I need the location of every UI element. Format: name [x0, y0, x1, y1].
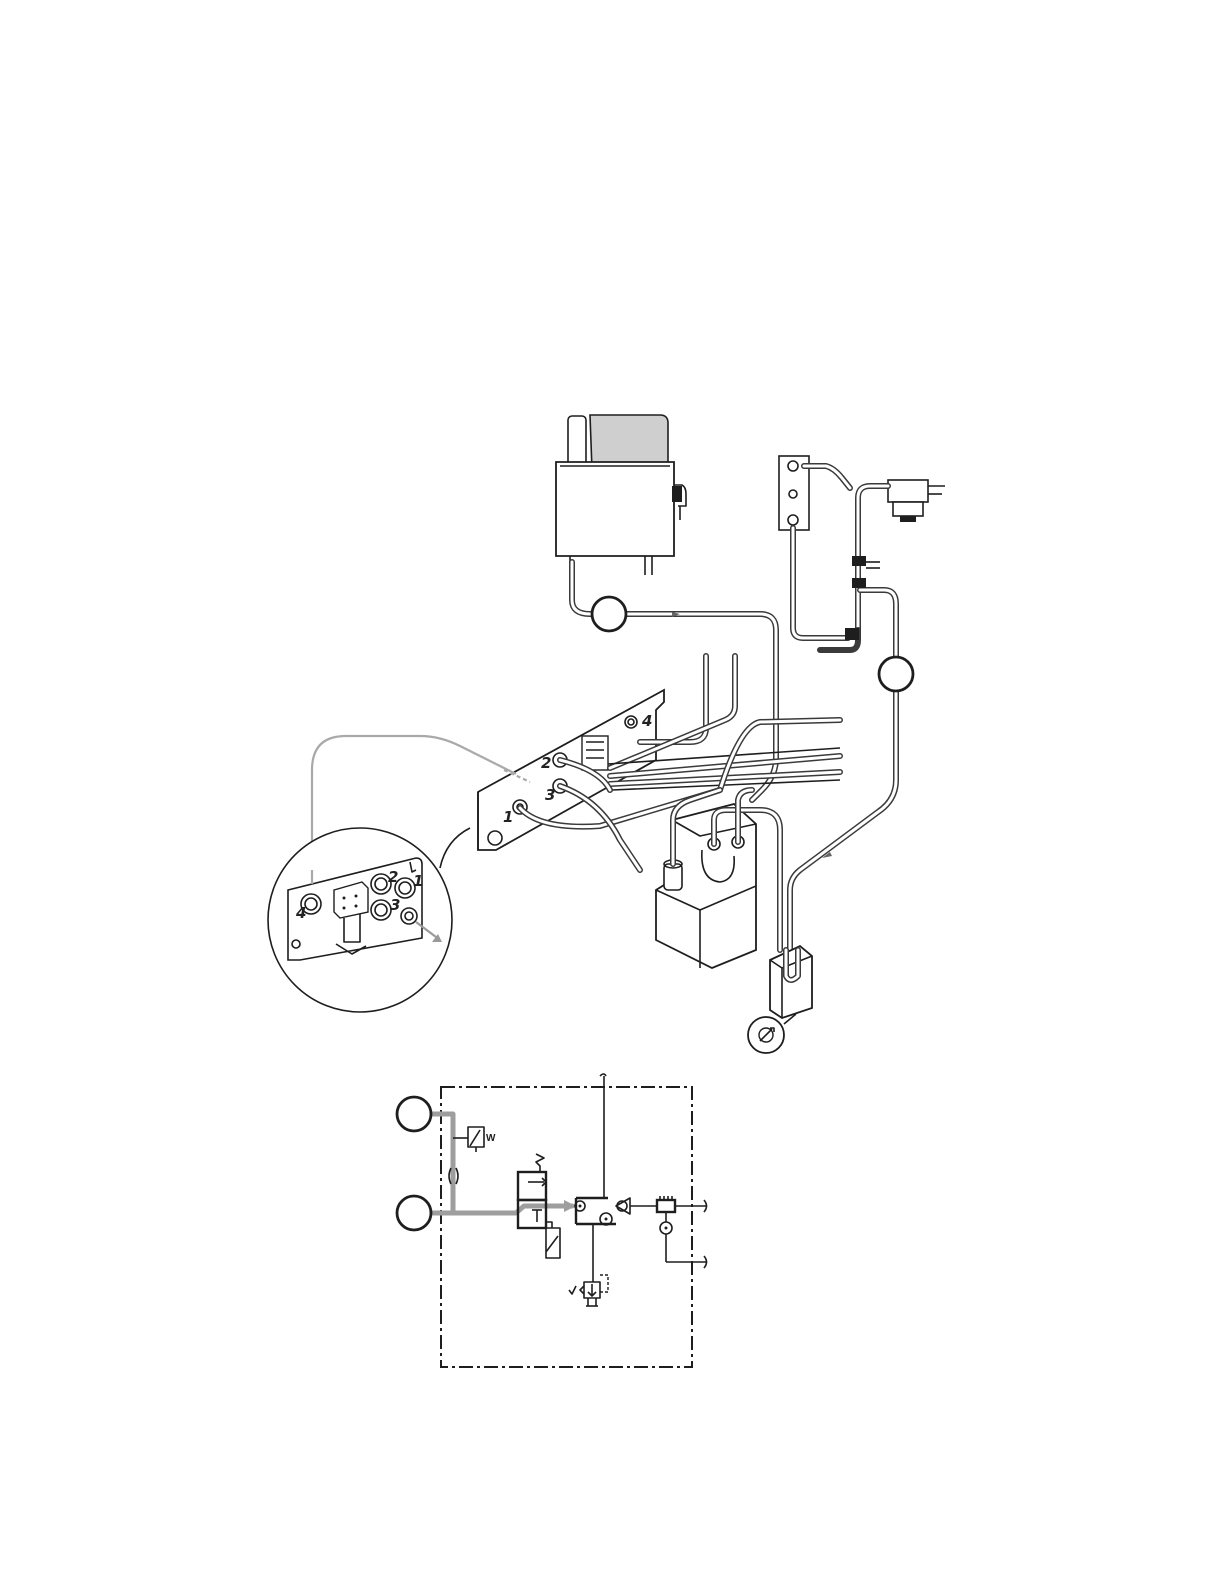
- spring-glyph: W: [486, 1133, 496, 1144]
- gauge-board: [779, 456, 850, 530]
- port-label-1: 1: [503, 808, 513, 826]
- dispenser-unit: [556, 415, 686, 575]
- schematic-callout-bottom: [397, 1196, 431, 1230]
- pressure-sensor-unit: [748, 946, 812, 1053]
- schematic-callout-top: [397, 1097, 431, 1131]
- detail-port-label-2: 2: [388, 868, 398, 886]
- detail-port-label-4: 4: [295, 904, 306, 922]
- port-label-2: 2: [541, 754, 551, 772]
- port-label-4: 4: [641, 712, 652, 730]
- detail-magnifier: 4 2 1 3: [268, 736, 530, 1012]
- callout-upper-left: [592, 597, 626, 631]
- valve-block: [656, 790, 780, 968]
- detail-port-label-3: 3: [390, 896, 400, 914]
- pneumatic-schematic: W: [432, 1074, 707, 1367]
- detail-port-label-1: 1: [413, 872, 423, 890]
- solenoid-regulator: [888, 480, 945, 522]
- port-label-3: 3: [545, 786, 555, 804]
- callout-right: [879, 657, 913, 691]
